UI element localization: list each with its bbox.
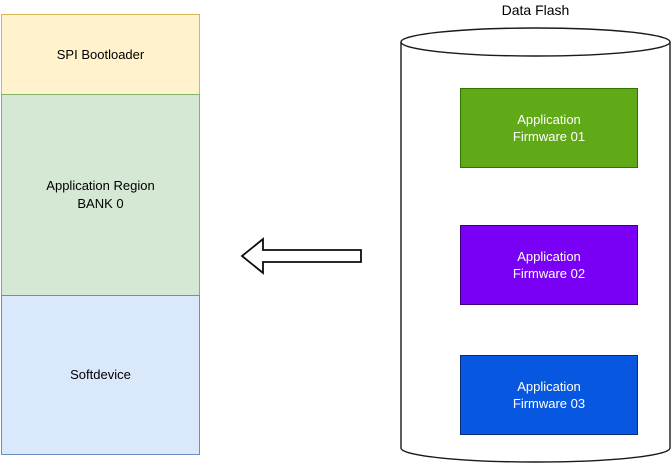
firmware-01-label-line2: Firmware 01 — [512, 129, 586, 144]
data-flash-cylinder-top — [400, 27, 671, 57]
firmware-box-02: Application Firmware 02 — [460, 225, 638, 305]
firmware-03-label-line2: Firmware 03 — [512, 396, 586, 411]
left-arrow-icon — [240, 237, 362, 275]
softdevice-label: Softdevice — [70, 367, 131, 382]
firmware-03-label-line1: Application — [517, 379, 581, 394]
firmware-02-label-line1: Application — [517, 249, 581, 264]
application-region-label-line1: Application Region — [46, 178, 155, 193]
memory-region-spi-bootloader: SPI Bootloader — [1, 14, 200, 95]
memory-region-application-bank0: Application Region BANK 0 — [1, 94, 200, 296]
firmware-box-01: Application Firmware 01 — [460, 88, 638, 168]
application-region-label-line2: BANK 0 — [77, 196, 124, 211]
spi-bootloader-label: SPI Bootloader — [56, 46, 145, 62]
firmware-box-03: Application Firmware 03 — [460, 355, 638, 435]
firmware-01-label-line1: Application — [517, 112, 581, 127]
memory-region-softdevice: Softdevice — [1, 295, 200, 455]
firmware-02-label-line2: Firmware 02 — [512, 266, 586, 281]
data-flash-title: Data Flash — [501, 2, 570, 18]
